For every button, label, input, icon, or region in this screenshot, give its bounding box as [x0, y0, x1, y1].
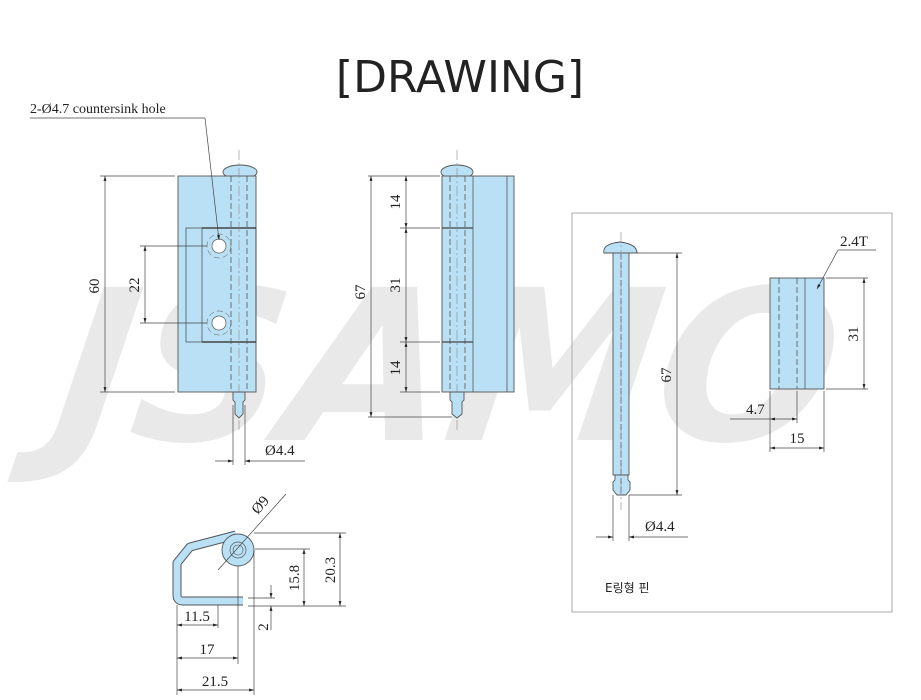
pin-tip [612, 474, 631, 496]
dim-total-height: 20.3 [323, 557, 339, 583]
pin-tip [449, 391, 465, 419]
dim-pin-length: 67 [659, 367, 675, 383]
dim-pin-diameter: Ø4.4 [645, 519, 675, 535]
page-title: [DRAWING] [336, 52, 584, 103]
dim-width-3: 21.5 [202, 674, 228, 690]
side-view: 67 14 31 14 [353, 150, 515, 430]
section-view: Ø9 20.3 15.8 2 11.5 17 21.5 [172, 493, 346, 695]
dim-middle-knuckle: 31 [388, 278, 404, 293]
dim-height: 60 [87, 279, 103, 294]
dim-pin-diameter: Ø4.4 [265, 443, 295, 459]
dim-bottom-knuckle: 14 [388, 360, 404, 376]
dim-total-length: 67 [353, 284, 369, 300]
pin-tip [232, 391, 246, 419]
pin-panel: 67 Ø4.4 31 2.4T 4.7 15 E링형 핀 [571, 212, 893, 613]
front-view: 2-Ø4.7 countersink hole 60 22 Ø4.4 [30, 102, 305, 465]
dim-block-height: 31 [846, 327, 862, 342]
pin-panel-frame [571, 212, 893, 613]
dim-top-knuckle: 14 [388, 194, 404, 210]
countersink-hole [211, 315, 227, 331]
hinge-profile [173, 531, 243, 605]
dim-thickness: 2 [256, 623, 272, 631]
watermark-logo: JSAMO [5, 245, 855, 490]
dim-offset: 4.7 [746, 402, 765, 418]
pin-caption: E링형 핀 [605, 581, 650, 595]
dim-center-height: 15.8 [287, 565, 303, 591]
pin-head [603, 241, 638, 254]
hinge-plate [177, 175, 257, 393]
hole-callout: 2-Ø4.7 countersink hole [30, 102, 166, 117]
hinge-side [441, 175, 515, 393]
dim-block-width: 15 [790, 431, 805, 447]
dim-thickness: 2.4T [840, 234, 868, 250]
dim-width-1: 11.5 [184, 609, 210, 625]
dim-hole-pitch: 22 [127, 278, 143, 293]
dim-knuckle-diameter: Ø9 [249, 493, 273, 517]
dim-width-2: 17 [200, 642, 216, 658]
countersink-hole [211, 238, 227, 254]
